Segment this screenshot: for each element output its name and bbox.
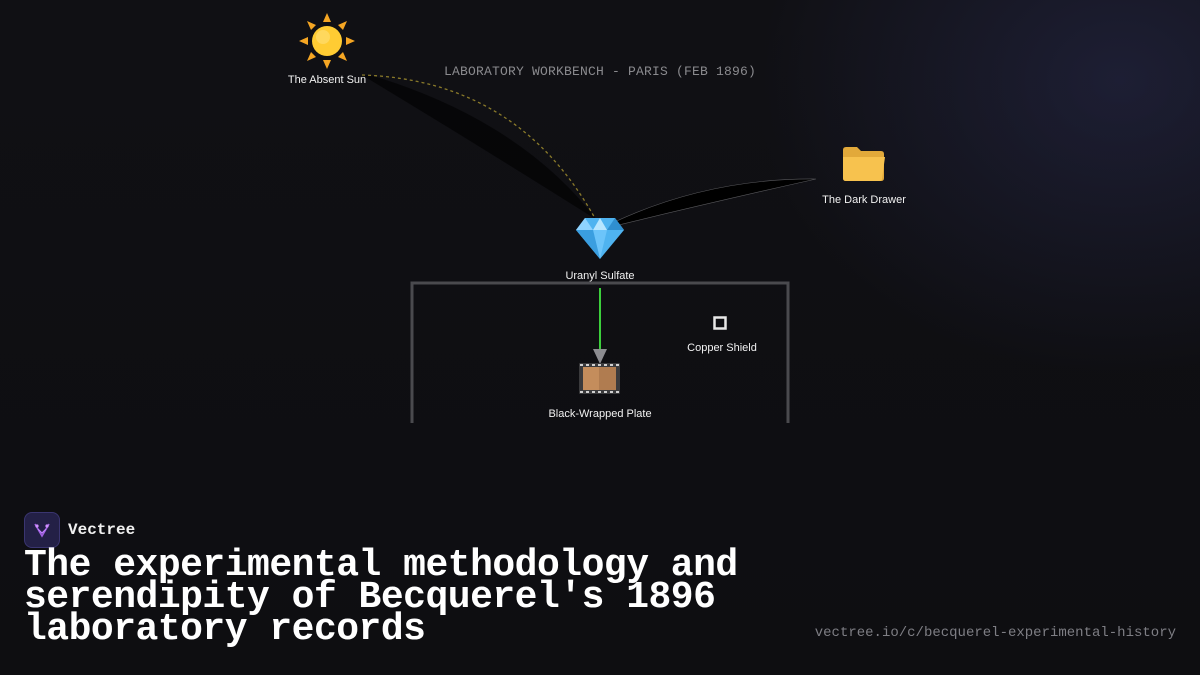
node-black-wrapped-plate: Black-Wrapped Plate bbox=[530, 408, 670, 420]
node-label: Copper Shield bbox=[687, 342, 757, 354]
node-absent-sun: The Absent Sun bbox=[277, 12, 377, 86]
workbench-title: LABORATORY WORKBENCH - PARIS (FEB 1896) bbox=[443, 64, 757, 79]
vectree-logo-icon bbox=[24, 512, 60, 548]
folder-icon bbox=[843, 147, 885, 181]
node-copper-shield: Copper Shield bbox=[672, 342, 772, 354]
copper-shield-icon bbox=[713, 316, 727, 330]
node-label: The Absent Sun bbox=[287, 74, 367, 86]
brand: Vectree bbox=[24, 512, 135, 548]
page-title: The experimental methodology and serendi… bbox=[24, 544, 738, 651]
node-label: The Dark Drawer bbox=[822, 194, 906, 206]
node-uranyl-sulfate: Uranyl Sulfate bbox=[550, 216, 650, 282]
sun-light-path bbox=[361, 74, 598, 223]
sun-shadow-wedge bbox=[362, 75, 597, 220]
node-label: Uranyl Sulfate bbox=[565, 270, 635, 282]
workbench-enclosure bbox=[410, 281, 790, 423]
node-label: Black-Wrapped Plate bbox=[548, 408, 652, 420]
emission-arrowhead bbox=[593, 349, 607, 364]
source-url[interactable]: vectree.io/c/becquerel-experimental-hist… bbox=[814, 625, 1176, 641]
brand-name: Vectree bbox=[68, 521, 136, 539]
sun-icon bbox=[299, 13, 355, 69]
node-dark-drawer: The Dark Drawer bbox=[809, 142, 919, 206]
film-frames-icon bbox=[579, 363, 620, 394]
gem-icon bbox=[576, 218, 624, 259]
